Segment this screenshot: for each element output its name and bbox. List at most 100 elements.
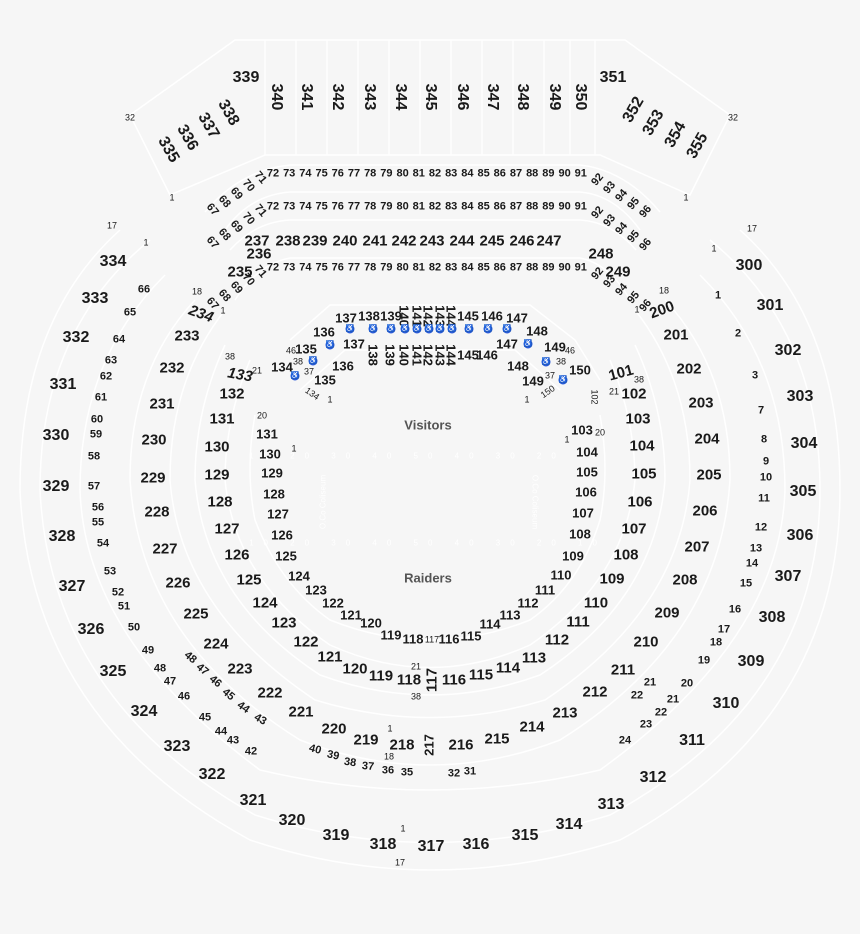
section-304[interactable]: 304 (790, 435, 818, 452)
section-301[interactable]: 301 (756, 297, 784, 314)
section-302[interactable]: 302 (774, 342, 802, 359)
suite-row-88[interactable]: 88 (526, 167, 539, 180)
section-120[interactable]: 120 (360, 615, 382, 631)
section-219[interactable]: 219 (353, 731, 379, 749)
suite-row-78[interactable]: 78 (364, 167, 377, 180)
section-113[interactable]: 113 (521, 649, 547, 667)
section-102[interactable]: 102 (589, 389, 600, 405)
suite-row-73[interactable]: 73 (283, 261, 296, 274)
suite-row-90[interactable]: 90 (558, 167, 571, 180)
section-149[interactable]: 149 (522, 373, 544, 389)
section-214[interactable]: 214 (519, 718, 545, 736)
section-136[interactable]: 136 (313, 324, 335, 340)
section-105[interactable]: 105 (631, 465, 657, 483)
section-139[interactable]: 139 (382, 344, 398, 366)
section-320[interactable]: 320 (278, 812, 306, 829)
suite-row-87[interactable]: 87 (509, 261, 523, 274)
section-107[interactable]: 107 (572, 505, 594, 521)
section-325[interactable]: 325 (99, 663, 127, 680)
section-146[interactable]: 146 (476, 347, 498, 363)
section-217[interactable]: 217 (421, 734, 437, 756)
section-148[interactable]: 148 (526, 323, 548, 339)
suite-row-76[interactable]: 76 (331, 200, 344, 213)
section-224[interactable]: 224 (203, 635, 229, 653)
suite-row-75[interactable]: 75 (315, 200, 328, 213)
section-137[interactable]: 137 (343, 336, 365, 352)
section-123[interactable]: 123 (271, 614, 297, 632)
section-127[interactable]: 127 (214, 520, 240, 538)
section-321[interactable]: 321 (239, 792, 267, 809)
section-307[interactable]: 307 (774, 568, 802, 585)
section-232[interactable]: 232 (159, 359, 185, 377)
section-223[interactable]: 223 (227, 660, 253, 678)
section-213[interactable]: 213 (552, 704, 578, 722)
section-124[interactable]: 124 (252, 594, 278, 612)
suite-row-80[interactable]: 80 (396, 261, 409, 274)
section-102[interactable]: 102 (621, 385, 647, 403)
suite-row-76[interactable]: 76 (331, 167, 344, 180)
section-117[interactable]: 117 (424, 634, 440, 645)
suite-row-79[interactable]: 79 (380, 167, 393, 180)
suite-row-73[interactable]: 73 (283, 200, 296, 213)
section-108[interactable]: 108 (569, 526, 591, 542)
section-316[interactable]: 316 (462, 836, 490, 853)
suite-row-83[interactable]: 83 (445, 200, 458, 213)
section-121[interactable]: 121 (340, 607, 362, 623)
section-249[interactable]: 249 (605, 263, 631, 281)
section-314[interactable]: 314 (555, 816, 583, 833)
section-242[interactable]: 242 (391, 232, 417, 250)
suite-row-88[interactable]: 88 (526, 261, 539, 274)
section-334[interactable]: 334 (99, 253, 127, 270)
section-340[interactable]: 340 (268, 83, 285, 111)
section-111[interactable]: 111 (534, 582, 556, 598)
section-133[interactable]: 133 (226, 364, 254, 386)
section-210[interactable]: 210 (633, 633, 659, 651)
section-124[interactable]: 124 (288, 568, 310, 584)
suite-row-86[interactable]: 86 (493, 167, 506, 180)
section-122[interactable]: 122 (322, 595, 344, 611)
section-135[interactable]: 135 (295, 341, 317, 357)
section-139[interactable]: 139 (380, 308, 402, 324)
section-326[interactable]: 326 (77, 621, 105, 638)
section-208[interactable]: 208 (672, 571, 698, 589)
section-130[interactable]: 130 (204, 438, 230, 456)
section-342[interactable]: 342 (329, 83, 346, 111)
section-129[interactable]: 129 (204, 466, 230, 484)
section-126[interactable]: 126 (271, 527, 293, 543)
section-117[interactable]: 117 (423, 667, 441, 693)
section-114[interactable]: 114 (479, 616, 501, 632)
section-110[interactable]: 110 (550, 567, 572, 583)
section-103[interactable]: 103 (625, 410, 651, 428)
section-204[interactable]: 204 (694, 430, 720, 448)
suite-row-85[interactable]: 85 (477, 261, 490, 274)
suite-row-81[interactable]: 81 (412, 200, 425, 213)
section-107[interactable]: 107 (621, 520, 647, 538)
section-109[interactable]: 109 (562, 548, 584, 564)
section-112[interactable]: 112 (517, 595, 539, 611)
section-239[interactable]: 239 (302, 232, 328, 250)
section-130[interactable]: 130 (259, 446, 281, 462)
section-241[interactable]: 241 (362, 232, 388, 250)
suite-row-78[interactable]: 78 (364, 200, 377, 213)
section-245[interactable]: 245 (479, 232, 505, 250)
suite-row-80[interactable]: 80 (396, 167, 409, 180)
section-116[interactable]: 116 (438, 631, 460, 647)
section-303[interactable]: 303 (786, 388, 814, 405)
suite-row-82[interactable]: 82 (428, 261, 442, 274)
section-108[interactable]: 108 (613, 546, 639, 564)
section-150[interactable]: 150 (569, 362, 591, 378)
suite-row-82[interactable]: 82 (428, 200, 442, 213)
suite-row-86[interactable]: 86 (493, 200, 506, 213)
suite-row-90[interactable]: 90 (558, 261, 571, 274)
suite-row-91[interactable]: 91 (574, 261, 587, 274)
section-236[interactable]: 236 (246, 245, 272, 263)
section-346[interactable]: 346 (454, 83, 471, 111)
section-205[interactable]: 205 (696, 466, 722, 484)
suite-row-85[interactable]: 85 (477, 200, 490, 213)
section-104[interactable]: 104 (629, 437, 655, 455)
suite-row-89[interactable]: 89 (542, 200, 555, 213)
section-125[interactable]: 125 (275, 548, 297, 564)
section-203[interactable]: 203 (688, 394, 714, 412)
suite-row-89[interactable]: 89 (542, 261, 555, 274)
section-138[interactable]: 138 (358, 308, 380, 324)
